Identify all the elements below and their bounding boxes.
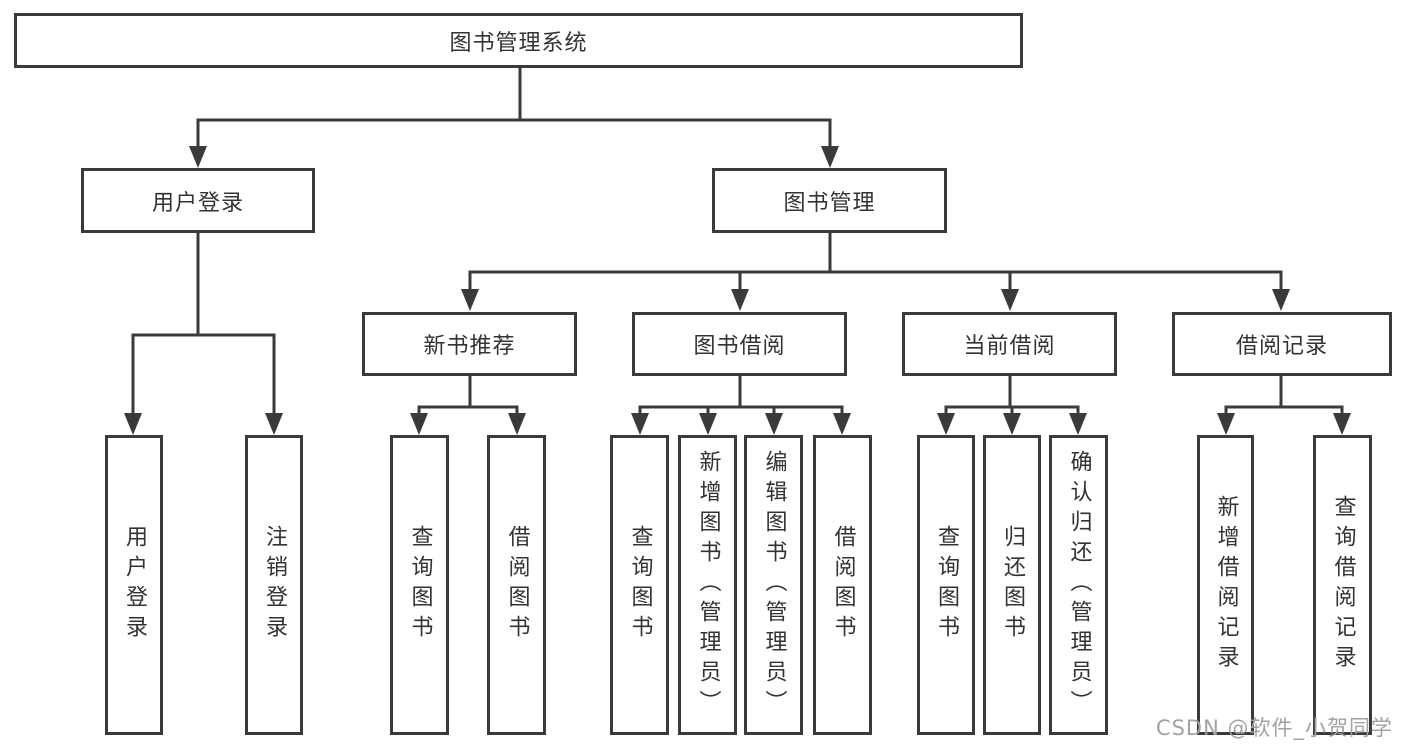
leaf-query-books-current: 查询图书 — [917, 435, 975, 735]
arrowhead-icon — [731, 289, 749, 311]
leaf-edit-books-admin-label: 编辑图书（管理员） — [761, 450, 787, 720]
leaf-borrow-books-borrowing: 借阅图书 — [813, 435, 872, 735]
node-book-management: 图书管理 — [712, 168, 947, 233]
leaf-logout: 注销登录 — [245, 435, 303, 735]
arrowhead-icon — [937, 413, 955, 435]
leaf-confirm-return-admin-label: 确认归还（管理员） — [1066, 450, 1092, 720]
arrowhead-icon — [1272, 289, 1290, 311]
arrowhead-icon — [631, 413, 649, 435]
leaf-borrow-books-borrowing-label: 借阅图书 — [830, 525, 856, 645]
arrowhead-icon — [265, 413, 283, 435]
node-current-borrowing: 当前借阅 — [902, 312, 1117, 376]
leaf-query-books-recommend: 查询图书 — [390, 435, 449, 735]
leaf-query-books-current-label: 查询图书 — [934, 525, 959, 645]
arrowhead-icon — [1069, 413, 1087, 435]
leaf-query-borrow-record: 查询借阅记录 — [1313, 435, 1372, 735]
arrowhead-icon — [1003, 413, 1021, 435]
arrowhead-icon — [1217, 413, 1235, 435]
leaf-edit-books-admin: 编辑图书（管理员） — [744, 435, 803, 735]
leaf-return-books: 归还图书 — [983, 435, 1041, 735]
leaf-borrow-books-recommend-label: 借阅图书 — [504, 525, 530, 645]
node-user-login-label: 用户登录 — [151, 190, 244, 216]
arrowhead-icon — [410, 413, 428, 435]
node-new-book-recommend-label: 新书推荐 — [423, 334, 516, 359]
leaf-logout-label: 注销登录 — [262, 525, 287, 645]
leaf-add-borrow-record-label: 新增借阅记录 — [1213, 495, 1239, 675]
leaf-query-books-borrowing: 查询图书 — [610, 435, 669, 735]
node-book-borrowing-label: 图书借阅 — [693, 334, 786, 359]
node-new-book-recommend: 新书推荐 — [362, 312, 577, 376]
leaf-add-books-admin-label: 新增图书（管理员） — [695, 450, 721, 720]
leaf-add-books-admin: 新增图书（管理员） — [678, 435, 737, 735]
arrowhead-icon — [1333, 413, 1351, 435]
leaf-borrow-books-recommend: 借阅图书 — [487, 435, 546, 735]
arrowhead-icon — [821, 146, 839, 168]
node-root: 图书管理系统 — [14, 13, 1023, 68]
leaf-query-books-borrowing-label: 查询图书 — [627, 525, 653, 645]
node-user-login: 用户登录 — [81, 168, 315, 233]
arrowhead-icon — [1001, 289, 1019, 311]
arrowhead-icon — [765, 413, 783, 435]
arrowhead-icon — [699, 413, 717, 435]
leaf-user-login: 用户登录 — [105, 435, 163, 735]
node-book-borrowing: 图书借阅 — [632, 312, 847, 376]
leaf-query-borrow-record-label: 查询借阅记录 — [1330, 495, 1356, 675]
arrowhead-icon — [124, 413, 142, 435]
arrowhead-icon — [508, 413, 526, 435]
arrowhead-icon — [461, 289, 479, 311]
leaf-confirm-return-admin: 确认归还（管理员） — [1049, 435, 1108, 735]
leaf-query-books-recommend-label: 查询图书 — [407, 525, 433, 645]
leaf-return-books-label: 归还图书 — [1000, 525, 1025, 645]
csdn-watermark: CSDN @软件_小贺同学 — [1155, 716, 1393, 740]
leaf-user-login-label: 用户登录 — [122, 525, 147, 645]
node-book-management-label: 图书管理 — [783, 190, 876, 216]
leaf-add-borrow-record: 新增借阅记录 — [1197, 435, 1254, 735]
node-borrowing-records-label: 借阅记录 — [1235, 334, 1328, 359]
node-current-borrowing-label: 当前借阅 — [963, 334, 1056, 359]
node-borrowing-records: 借阅记录 — [1172, 312, 1392, 376]
arrowhead-icon — [833, 413, 851, 435]
arrowhead-icon — [189, 146, 207, 168]
node-root-label: 图书管理系统 — [449, 30, 588, 56]
